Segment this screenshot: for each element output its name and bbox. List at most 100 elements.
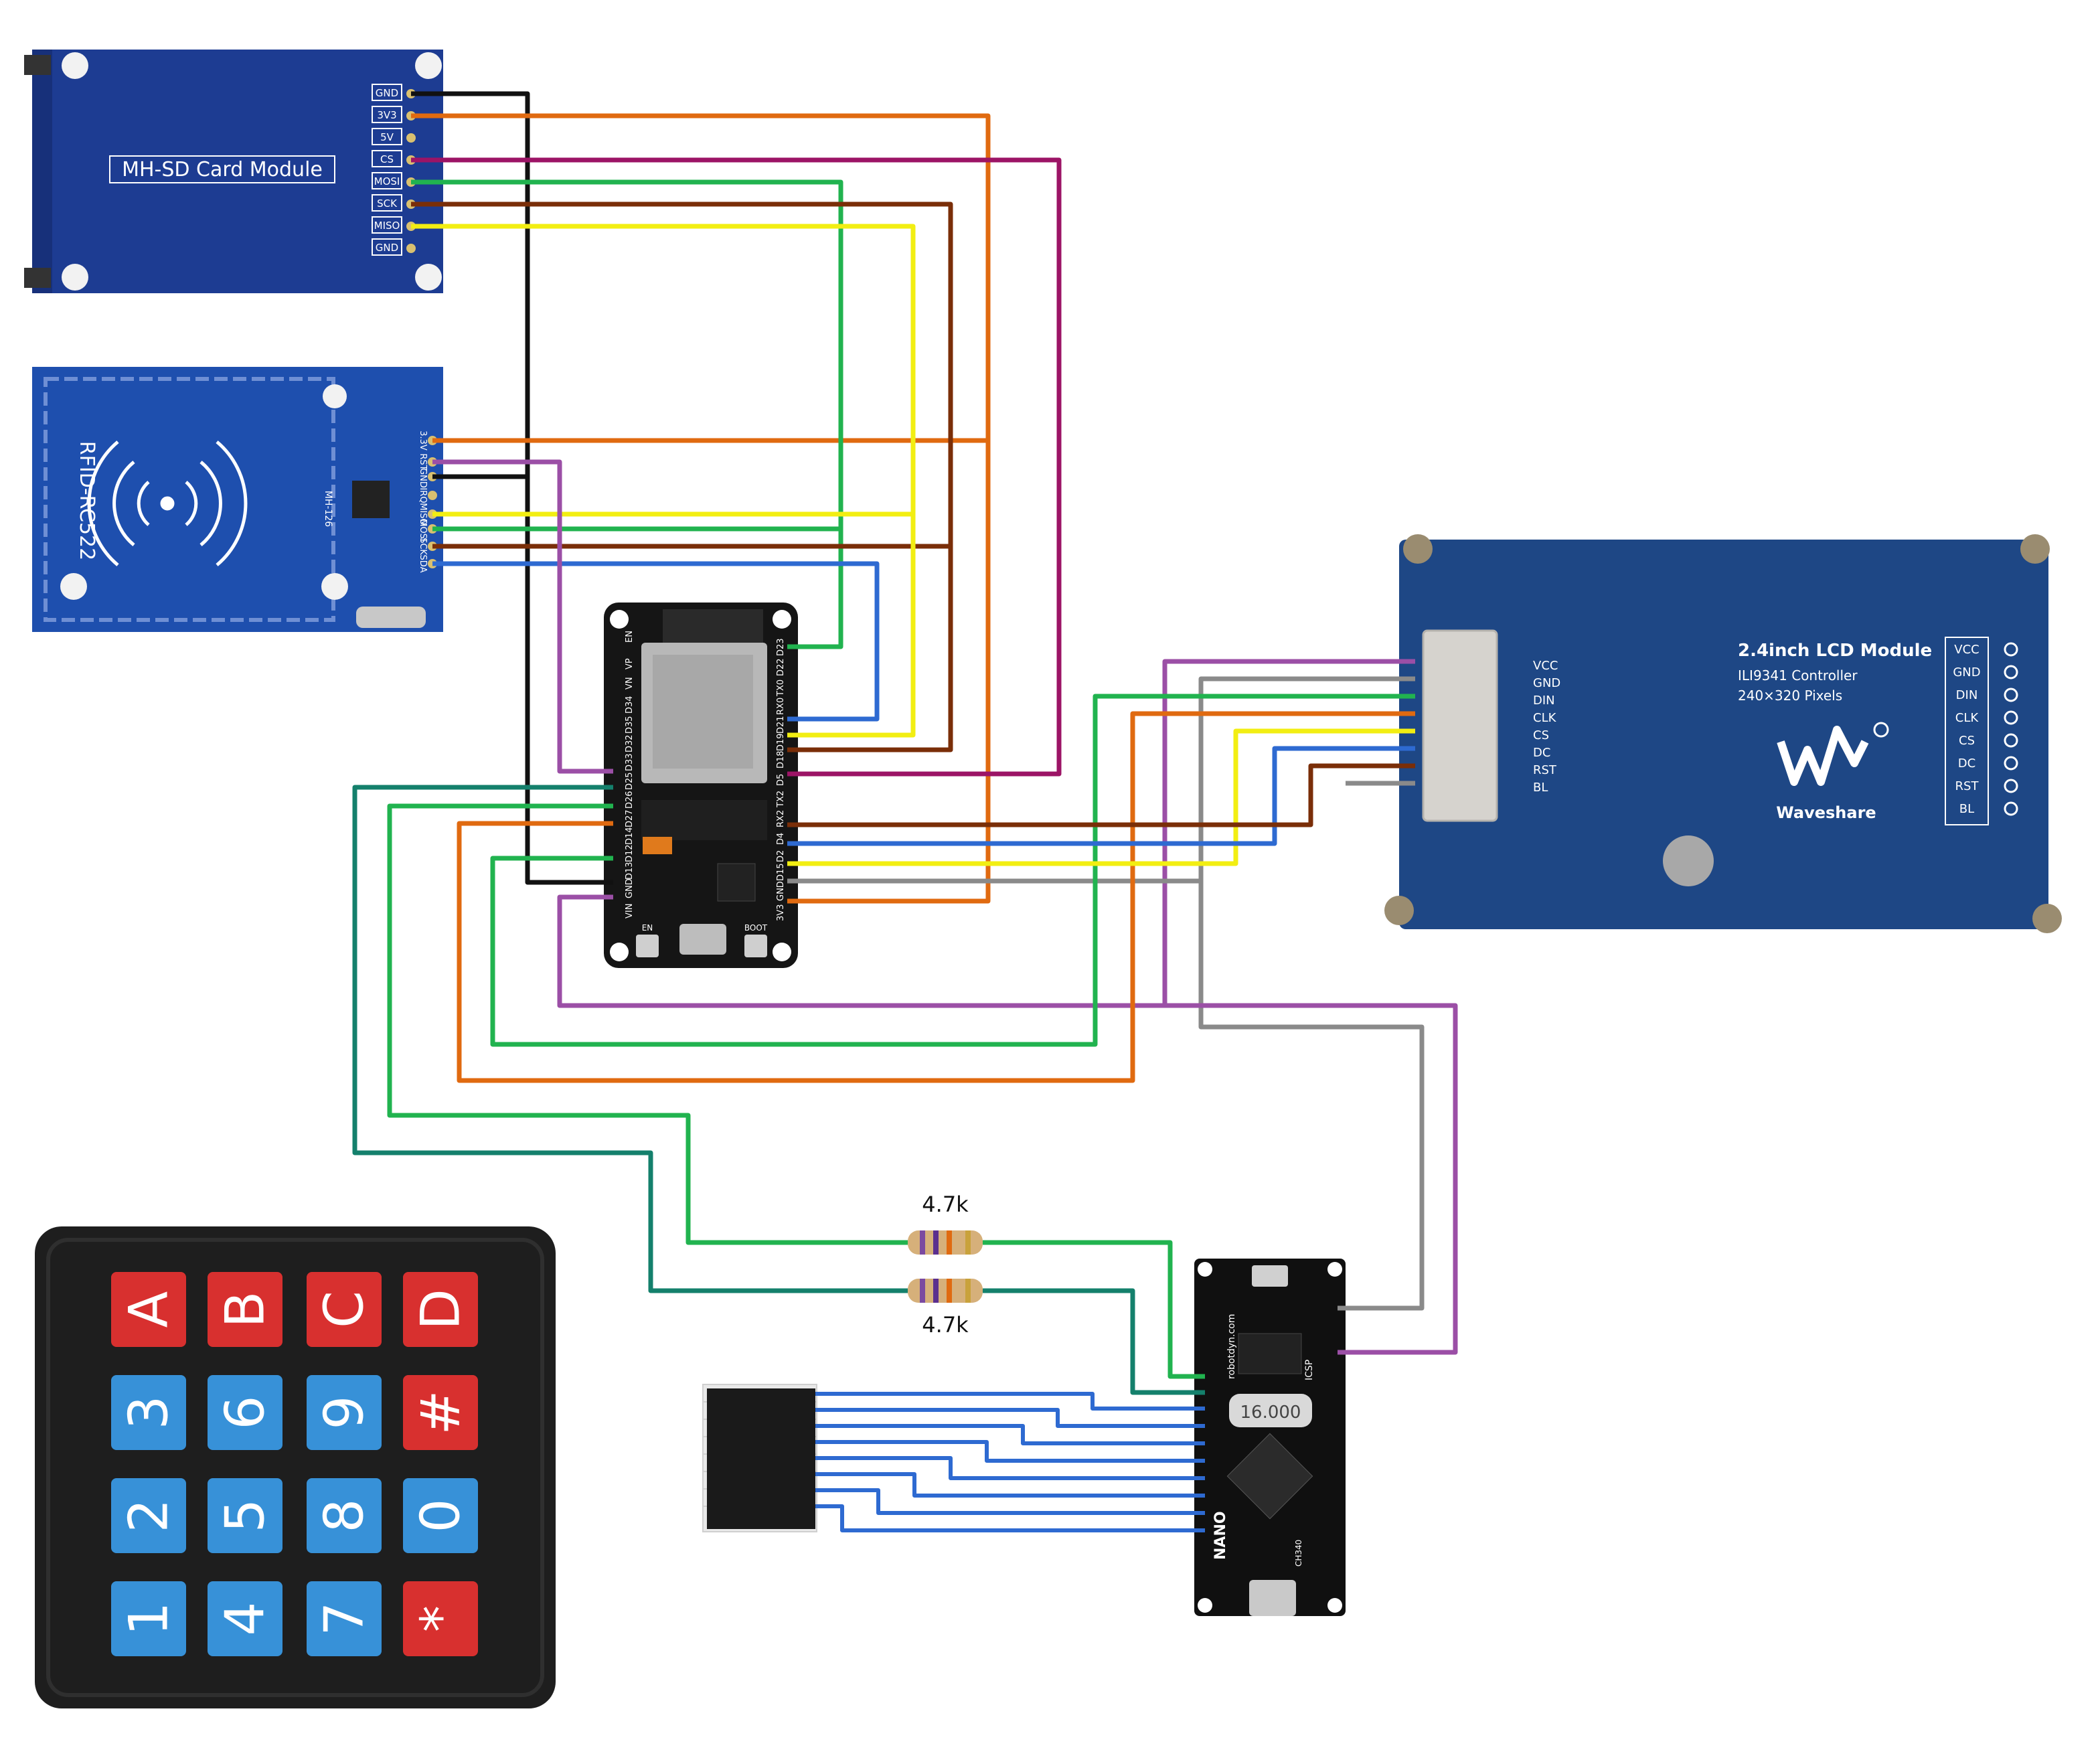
wire-blue-sda [432, 561, 880, 722]
lcd-hdr-gnd: GND [1953, 665, 1980, 679]
esp32-pin-tx0: TX0 [776, 679, 786, 697]
key-3-label: 3 [118, 1396, 180, 1430]
esp32-board: EN BOOT EN VP VN D34 D35 D32 D33 D25 D26… [604, 603, 798, 968]
resistor-2-value: 4.7k [922, 1312, 969, 1338]
key-0-label: 0 [410, 1499, 472, 1533]
lcd-hdr-din: DIN [1956, 688, 1978, 702]
esp32-pin-d19: D19 [776, 733, 786, 751]
key-9[interactable] [307, 1375, 382, 1450]
lcd-hdr-dc: DC [1958, 756, 1975, 771]
esp32-pin-d5: D5 [776, 774, 786, 786]
wire-keypad-4 [815, 1440, 1205, 1463]
key-a-label: A [118, 1291, 180, 1328]
wire-magenta-cs [411, 157, 1062, 777]
sd-pin-sck: SCK [377, 197, 398, 210]
wire-keypad-6 [815, 1472, 1205, 1498]
nano-icsp: ICSP [1304, 1360, 1315, 1380]
sd-pin-cs: CS [380, 153, 394, 165]
lcd-conn-din: DIN [1533, 694, 1555, 708]
lcd-conn-dc: DC [1533, 746, 1550, 760]
nano-brand: robotdyn.com [1226, 1314, 1237, 1379]
key-hash[interactable] [403, 1375, 478, 1450]
esp32-pin-d14: D14 [625, 827, 635, 845]
lcd-title: 2.4inch LCD Module [1738, 641, 1932, 661]
rfid-pin-sck: SCK [418, 538, 428, 555]
esp32-pin-d32: D32 [625, 734, 635, 752]
wire-orange-lcd-clk [457, 711, 1415, 1083]
esp32-pin-3v3: 3V3 [776, 904, 786, 921]
key-5[interactable] [208, 1478, 282, 1553]
rfid-pin-mosi: MOSI [418, 519, 428, 542]
arduino-nano: 16.000 NANO robotdyn.com ICSP CH340 [1194, 1259, 1346, 1616]
esp32-pin-d15: D15 [776, 863, 786, 881]
key-0[interactable] [403, 1478, 478, 1553]
esp32-pin-rx0: RX0 [776, 698, 786, 715]
esp32-pin-vn: VN [625, 677, 635, 690]
esp32-boot-button-label: BOOT [744, 923, 768, 933]
rfid-module-title: RFID-RC522 [75, 441, 98, 560]
wire-teal-i2c-1 [352, 785, 908, 1293]
key-4[interactable] [208, 1581, 282, 1656]
nano-name: NANO [1212, 1511, 1229, 1560]
lcd-hdr-bl: BL [1959, 802, 1974, 816]
esp32-en-button-label: EN [642, 923, 653, 933]
wire-black-gnd [411, 91, 613, 885]
lcd-resolution: 240×320 Pixels [1738, 688, 1842, 704]
key-b[interactable] [208, 1272, 282, 1347]
esp32-left-pin-labels: EN VP VN D34 D35 D32 D33 D25 D26 D27 D14… [625, 631, 635, 918]
nano-crystal: 16.000 [1240, 1403, 1301, 1423]
esp32-pin-d27: D27 [625, 809, 635, 827]
key-7-label: 7 [313, 1602, 376, 1636]
wire-keypad-7 [815, 1488, 1205, 1515]
lcd-conn-cs: CS [1533, 728, 1549, 742]
lcd-connector-labels: VCC GND DIN CLK CS DC RST BL [1533, 659, 1560, 795]
nano-usb-chip: CH340 [1294, 1540, 1303, 1567]
key-8[interactable] [307, 1478, 382, 1553]
key-star[interactable] [403, 1581, 478, 1656]
key-2[interactable] [111, 1478, 186, 1553]
lcd-conn-gnd: GND [1533, 676, 1560, 690]
key-1[interactable] [111, 1581, 186, 1656]
esp32-pin-gnd-2: GND [776, 881, 786, 901]
rfid-chip-label: MH-126 [323, 491, 333, 527]
lcd-conn-vcc: VCC [1533, 659, 1558, 673]
key-8-label: 8 [313, 1499, 376, 1533]
rfid-pin-miso: MISO [418, 503, 428, 526]
wire-brown-sck [411, 202, 953, 752]
key-6[interactable] [208, 1375, 282, 1450]
lcd-hdr-rst: RST [1955, 779, 1980, 793]
wire-keypad-3 [815, 1424, 1205, 1445]
sd-module-title: MH-SD Card Module [122, 158, 323, 181]
key-7[interactable] [307, 1581, 382, 1656]
esp32-pin-tx2: TX2 [776, 791, 786, 808]
esp32-pin-gnd: GND [625, 878, 635, 898]
key-5-label: 5 [214, 1499, 276, 1533]
wire-blue-lcd-dc [787, 746, 1415, 846]
lcd-conn-bl: BL [1533, 781, 1548, 795]
lcd-conn-rst: RST [1533, 763, 1557, 777]
key-a[interactable] [111, 1272, 186, 1347]
wire-gray-lcd-gnd [1198, 676, 1425, 1311]
key-b-label: B [214, 1291, 276, 1328]
esp32-pin-d18: D18 [776, 750, 786, 769]
sd-pin-gnd-2: GND [376, 242, 398, 254]
resistor-1: 4.7k [908, 1192, 983, 1255]
wire-yellow-miso [411, 224, 916, 738]
key-3[interactable] [111, 1375, 186, 1450]
key-d-label: D [410, 1289, 472, 1330]
sd-pin-gnd: GND [376, 87, 398, 99]
esp32-pin-d35: D35 [625, 716, 635, 734]
esp32-right-pin-labels: D23 D22 TX0 RX0 D21 D19 D18 D5 TX2 RX2 D… [776, 638, 786, 921]
key-d[interactable] [403, 1272, 478, 1347]
key-4-label: 4 [214, 1602, 276, 1636]
resistor-2: 4.7k [908, 1279, 983, 1338]
antenna-icon [87, 441, 248, 566]
wire-green-lcd-din [490, 694, 1415, 1047]
wire-purple-nano-vin [1165, 1003, 1458, 1355]
key-c[interactable] [307, 1272, 382, 1347]
esp32-pin-vp: VP [625, 658, 635, 669]
wire-purple-rst [432, 459, 613, 774]
lcd-header-labels: VCC GND DIN CLK CS DC RST BL [1953, 643, 1980, 816]
rfid-pin-labels: 3.3V RST GND IRQ MISO MOSI SCK SDA [418, 430, 428, 572]
esp32-pin-d33: D33 [625, 753, 635, 771]
